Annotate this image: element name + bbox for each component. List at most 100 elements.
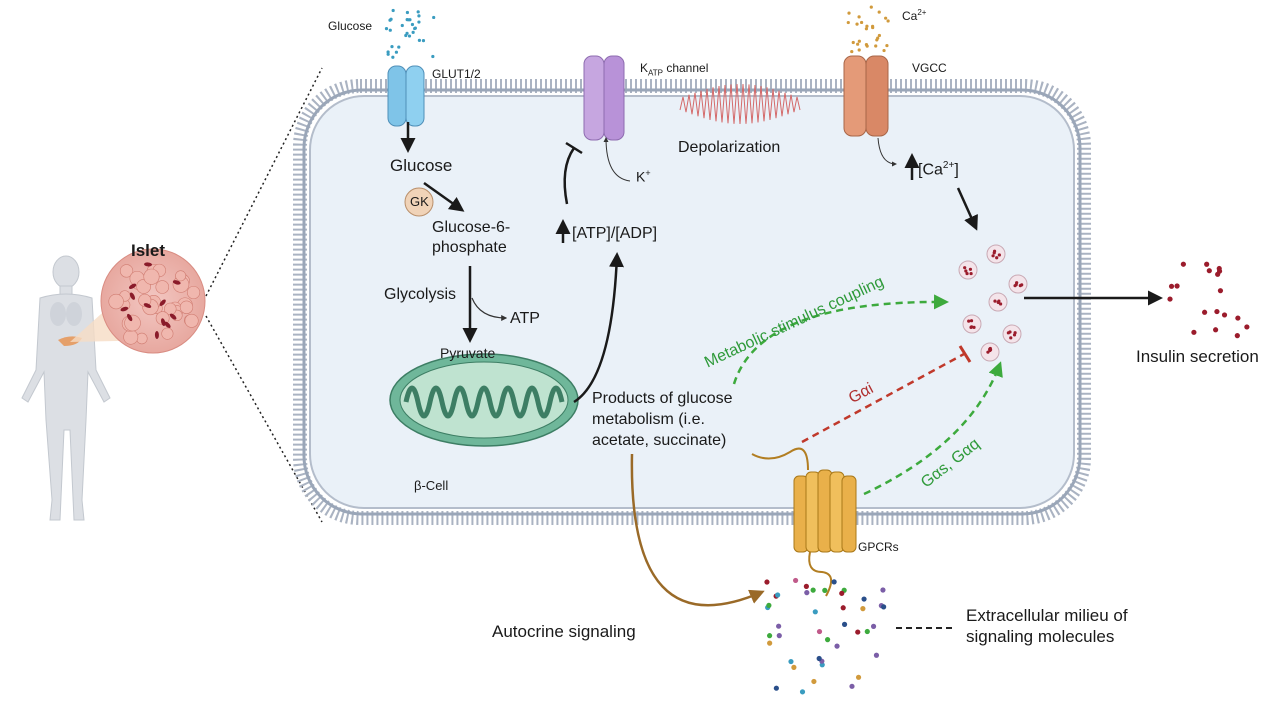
- glucose-molecule: [404, 33, 408, 38]
- depolarization-label: Depolarization: [678, 139, 781, 156]
- signaling-molecule: [803, 583, 809, 589]
- glut-transporter: [387, 65, 425, 127]
- insulin-core: [997, 253, 1001, 257]
- granule-membrane: [986, 244, 1006, 264]
- glucose-molecule: [405, 10, 410, 15]
- signaling-molecule: [799, 689, 806, 695]
- signaling-molecule: [855, 674, 862, 680]
- vgcc-channel-shape: [843, 55, 889, 137]
- granule-membrane: [1008, 274, 1028, 294]
- k-efflux-arrow: [603, 137, 631, 182]
- atp-side-arrow: [471, 297, 508, 321]
- insulin-core: [1012, 333, 1017, 337]
- glut-label: GLUT1/2: [432, 67, 481, 81]
- signaling-molecule: [864, 628, 870, 635]
- blood-vessel: [169, 313, 177, 320]
- atp-adp-label: [ATP]/[ADP]: [572, 225, 658, 242]
- ca-outside-label: Ca2+: [902, 8, 926, 24]
- insulin-molecule: [1244, 324, 1250, 330]
- insulin-core: [969, 271, 973, 276]
- islet-cell: [155, 280, 170, 294]
- glucose-molecule: [431, 54, 435, 59]
- glucose-molecule: [432, 15, 436, 20]
- katp-rest: channel: [662, 61, 709, 75]
- calcium-ion: [847, 11, 851, 15]
- depolarization-wave: [679, 84, 801, 125]
- insulin-granule: [986, 244, 1006, 264]
- islet-cell: [186, 285, 201, 300]
- gas-gaq-arrow: [863, 361, 1003, 496]
- calcium-ion: [869, 5, 873, 9]
- signaling-molecule: [839, 590, 845, 596]
- calcium-ion: [851, 40, 855, 45]
- insulin-core: [965, 271, 969, 276]
- signaling-molecule: [881, 604, 887, 610]
- ca-influx-arrow: [877, 137, 897, 167]
- calcium-ion: [865, 44, 869, 48]
- glucose-molecule: [397, 45, 401, 49]
- glucose-molecule: [390, 45, 394, 49]
- signaling-molecule: [840, 605, 846, 611]
- insulin-core: [969, 319, 974, 323]
- glucose-molecule: [411, 30, 415, 34]
- calcium-ion: [855, 22, 859, 26]
- ca-outside-text: Ca: [902, 9, 918, 23]
- insulin-core: [968, 267, 973, 271]
- signaling-molecule: [766, 633, 773, 639]
- g6p-label-line2: phosphate: [432, 239, 507, 256]
- calcium-ion: [865, 24, 869, 28]
- granule-membrane: [1002, 324, 1022, 344]
- glucose-molecule: [386, 52, 390, 56]
- insulin-core: [995, 256, 999, 260]
- g6p-label-line1: Glucose-6-: [432, 219, 511, 236]
- blood-vessel: [144, 262, 153, 267]
- gpcr-receptor: [751, 447, 857, 597]
- blood-vessel: [120, 306, 129, 312]
- glucose-molecule: [410, 22, 415, 27]
- insulin-molecule: [1213, 327, 1219, 333]
- signaling-molecule: [860, 606, 866, 612]
- glucose-molecule: [421, 39, 426, 43]
- ca-to-granules-arrow: [956, 187, 978, 231]
- blood-vessel: [127, 313, 133, 322]
- islet-cell: [143, 268, 160, 285]
- autocrine-label: Autocrine signaling: [492, 622, 636, 641]
- calcium-ion: [856, 42, 860, 46]
- gk-reaction-arrow: [423, 181, 465, 212]
- insulin-core: [969, 325, 974, 329]
- metabolic-coupling-arrow: [732, 294, 949, 385]
- signaling-molecule: [841, 621, 848, 627]
- glucose-molecule: [386, 50, 390, 54]
- islet-label: Islet: [131, 241, 166, 260]
- insulin-granule: [1002, 324, 1022, 344]
- k-ion-label: K+: [636, 168, 651, 185]
- insulin-core: [967, 319, 971, 323]
- glucose-molecule: [389, 17, 393, 21]
- vgcc-label: VGCC: [912, 61, 947, 75]
- signaling-molecule: [767, 640, 773, 646]
- signaling-molecule: [861, 596, 867, 602]
- katp-channel-shape: [583, 55, 625, 141]
- milieu-line2: signaling molecules: [966, 627, 1115, 646]
- signaling-molecule: [811, 678, 817, 685]
- blood-vessel: [129, 292, 136, 300]
- signaling-molecule: [870, 623, 877, 629]
- islet-cell: [184, 313, 199, 328]
- calcium-ion: [864, 27, 869, 31]
- insulin-granule: [1008, 274, 1028, 294]
- glycolysis-label: Glycolysis: [384, 286, 457, 303]
- products-line3: acetate, succinate): [592, 432, 727, 449]
- insulin-core: [986, 350, 990, 354]
- lungs: [50, 302, 66, 326]
- blood-vessel: [159, 299, 166, 306]
- calcium-ion: [846, 20, 850, 25]
- katp-label: KATP channel: [640, 61, 709, 78]
- products-line2: metabolism (i.e.: [592, 411, 705, 428]
- islet-cell: [161, 327, 174, 340]
- blood-vessel: [128, 283, 137, 289]
- insulin-granule: [958, 260, 978, 280]
- calcium-ion: [886, 19, 890, 23]
- milieu-line1: Extracellular milieu of: [966, 606, 1128, 625]
- ca-inside-text: [Ca: [918, 161, 943, 179]
